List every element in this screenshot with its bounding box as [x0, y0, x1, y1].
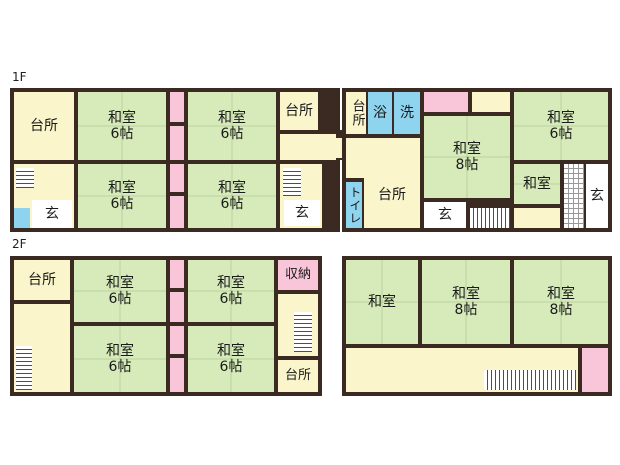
closet-1f-ab-3 [170, 164, 184, 192]
staircase-1f-b [283, 168, 301, 196]
room-size: 6帖 [108, 291, 132, 307]
staircase-1f-c [470, 208, 510, 228]
room-label: 和室 [218, 179, 246, 196]
staircase-2f-c [484, 370, 576, 390]
room-label: 玄 [295, 204, 309, 221]
room-bath-1f: 浴 [368, 92, 392, 134]
room-toilet-1f: トイレ [346, 182, 362, 228]
room-label: 台所 [349, 99, 365, 127]
room-washitsu-2f-b2: 和室 6帖 [188, 326, 274, 392]
room-size: 8帖 [455, 157, 479, 173]
closet-2f-ab-4 [170, 358, 184, 392]
room-washitsu-1f-b2: 和室 6帖 [188, 164, 276, 228]
room-entrance-1f-b: 玄 [284, 200, 320, 226]
staircase-2f-b [294, 312, 312, 352]
closet-2f-ab-3 [170, 326, 184, 354]
room-label: 玄 [590, 187, 604, 204]
room-washitsu-1f-a1: 和室 6帖 [78, 92, 166, 160]
room-size: 8帖 [549, 302, 573, 318]
room-washitsu-2f-d8: 和室 8帖 [514, 260, 608, 344]
closet-1f-ab-4 [170, 196, 184, 228]
room-label: 台所 [284, 367, 311, 383]
room-kitchen-2f-b: 台所 [278, 360, 318, 392]
staircase-2f-a [16, 346, 32, 390]
closet-1f-ab-1 [170, 92, 184, 122]
room-kitchen-1f-c-vertical: 台所 [346, 92, 366, 134]
closet-1f-ab-2 [170, 126, 184, 160]
closet-2f-ab-1 [170, 260, 184, 288]
room-size: 6帖 [220, 196, 244, 212]
floor-1f-left-building: 台所 玄 和室 6帖 和室 6帖 和室 6帖 和室 6帖 台所 玄 [10, 88, 340, 232]
room-label: 和室 [547, 285, 575, 302]
room-hall-1f-d [514, 208, 560, 228]
room-label: 台所 [378, 186, 406, 203]
room-size: 6帖 [549, 126, 573, 142]
room-kitchen-2f-a: 台所 [14, 260, 70, 300]
room-label: 台所 [28, 271, 56, 288]
room-washitsu-2f-b1: 和室 6帖 [188, 260, 274, 322]
room-kitchen-1f-c: 台所 [364, 162, 420, 228]
room-label: 和室 [106, 342, 134, 359]
room-label: 和室 [453, 140, 481, 157]
room-entrance-1f-c: 玄 [424, 202, 466, 228]
room-entrance-1f-a: 玄 [32, 200, 72, 228]
room-washitsu-2f-a1: 和室 6帖 [74, 260, 166, 322]
room-label: 玄 [438, 206, 452, 223]
room-storage-2f: 収納 [278, 260, 318, 290]
floor-label-2f: 2F [12, 237, 27, 251]
room-label: 台所 [30, 117, 58, 134]
room-size: 6帖 [110, 196, 134, 212]
room-label: 浴 [373, 104, 387, 121]
veranda-grate-1f-d [564, 164, 584, 228]
floor-label-1f: 1F [12, 70, 27, 84]
room-shelf-1f-c [472, 92, 510, 112]
room-washitsu-2f-c: 和室 [346, 260, 418, 344]
room-label: 和室 [452, 285, 480, 302]
room-kitchen-1f-b: 台所 [280, 92, 318, 130]
room-washitsu-1f-d6: 和室 6帖 [514, 92, 608, 160]
room-washitsu-1f-d: 和室 [514, 164, 560, 204]
room-label: 和室 [368, 293, 396, 310]
staircase-1f-a [16, 168, 34, 188]
room-size: 6帖 [219, 291, 243, 307]
room-water-1f-a [14, 208, 30, 228]
floor-1f-right-building: 台所 浴 洗 トイレ 台所 和室 8帖 玄 和室 6帖 和室 玄 [342, 88, 612, 232]
room-label: 和室 [108, 179, 136, 196]
room-label: トイレ [347, 185, 362, 225]
room-kitchen-1f-a: 台所 [14, 92, 74, 160]
room-washitsu-2f-a2: 和室 6帖 [74, 326, 166, 392]
closet-2f-d [582, 348, 608, 392]
floor-2f-right-building: 和室 和室 8帖 和室 8帖 [342, 256, 612, 396]
room-label: 台所 [285, 102, 313, 119]
room-label: 和室 [108, 109, 136, 126]
room-label: 収納 [284, 266, 311, 282]
room-label: 和室 [218, 109, 246, 126]
room-washitsu-1f-c8: 和室 8帖 [424, 116, 510, 198]
closet-1f-c-top [424, 92, 468, 112]
room-size: 6帖 [108, 359, 132, 375]
room-label: 和室 [217, 342, 245, 359]
room-wash-1f: 洗 [394, 92, 420, 134]
room-label: 和室 [217, 274, 245, 291]
room-size: 6帖 [219, 359, 243, 375]
closet-2f-ab-2 [170, 292, 184, 322]
room-label: 玄 [45, 205, 59, 222]
room-label: 和室 [523, 175, 551, 192]
room-entrance-1f-d: 玄 [586, 164, 608, 228]
room-washitsu-1f-b1: 和室 6帖 [188, 92, 276, 160]
room-label: 洗 [400, 104, 414, 121]
room-size: 6帖 [220, 126, 244, 142]
room-size: 8帖 [454, 302, 478, 318]
room-size: 6帖 [110, 126, 134, 142]
room-washitsu-1f-a2: 和室 6帖 [78, 164, 166, 228]
room-label: 和室 [547, 109, 575, 126]
room-label: 和室 [106, 274, 134, 291]
floor-2f-left-building: 台所 和室 6帖 和室 6帖 和室 6帖 和室 6帖 収納 台所 [10, 256, 322, 396]
room-washitsu-2f-c8: 和室 8帖 [422, 260, 510, 344]
